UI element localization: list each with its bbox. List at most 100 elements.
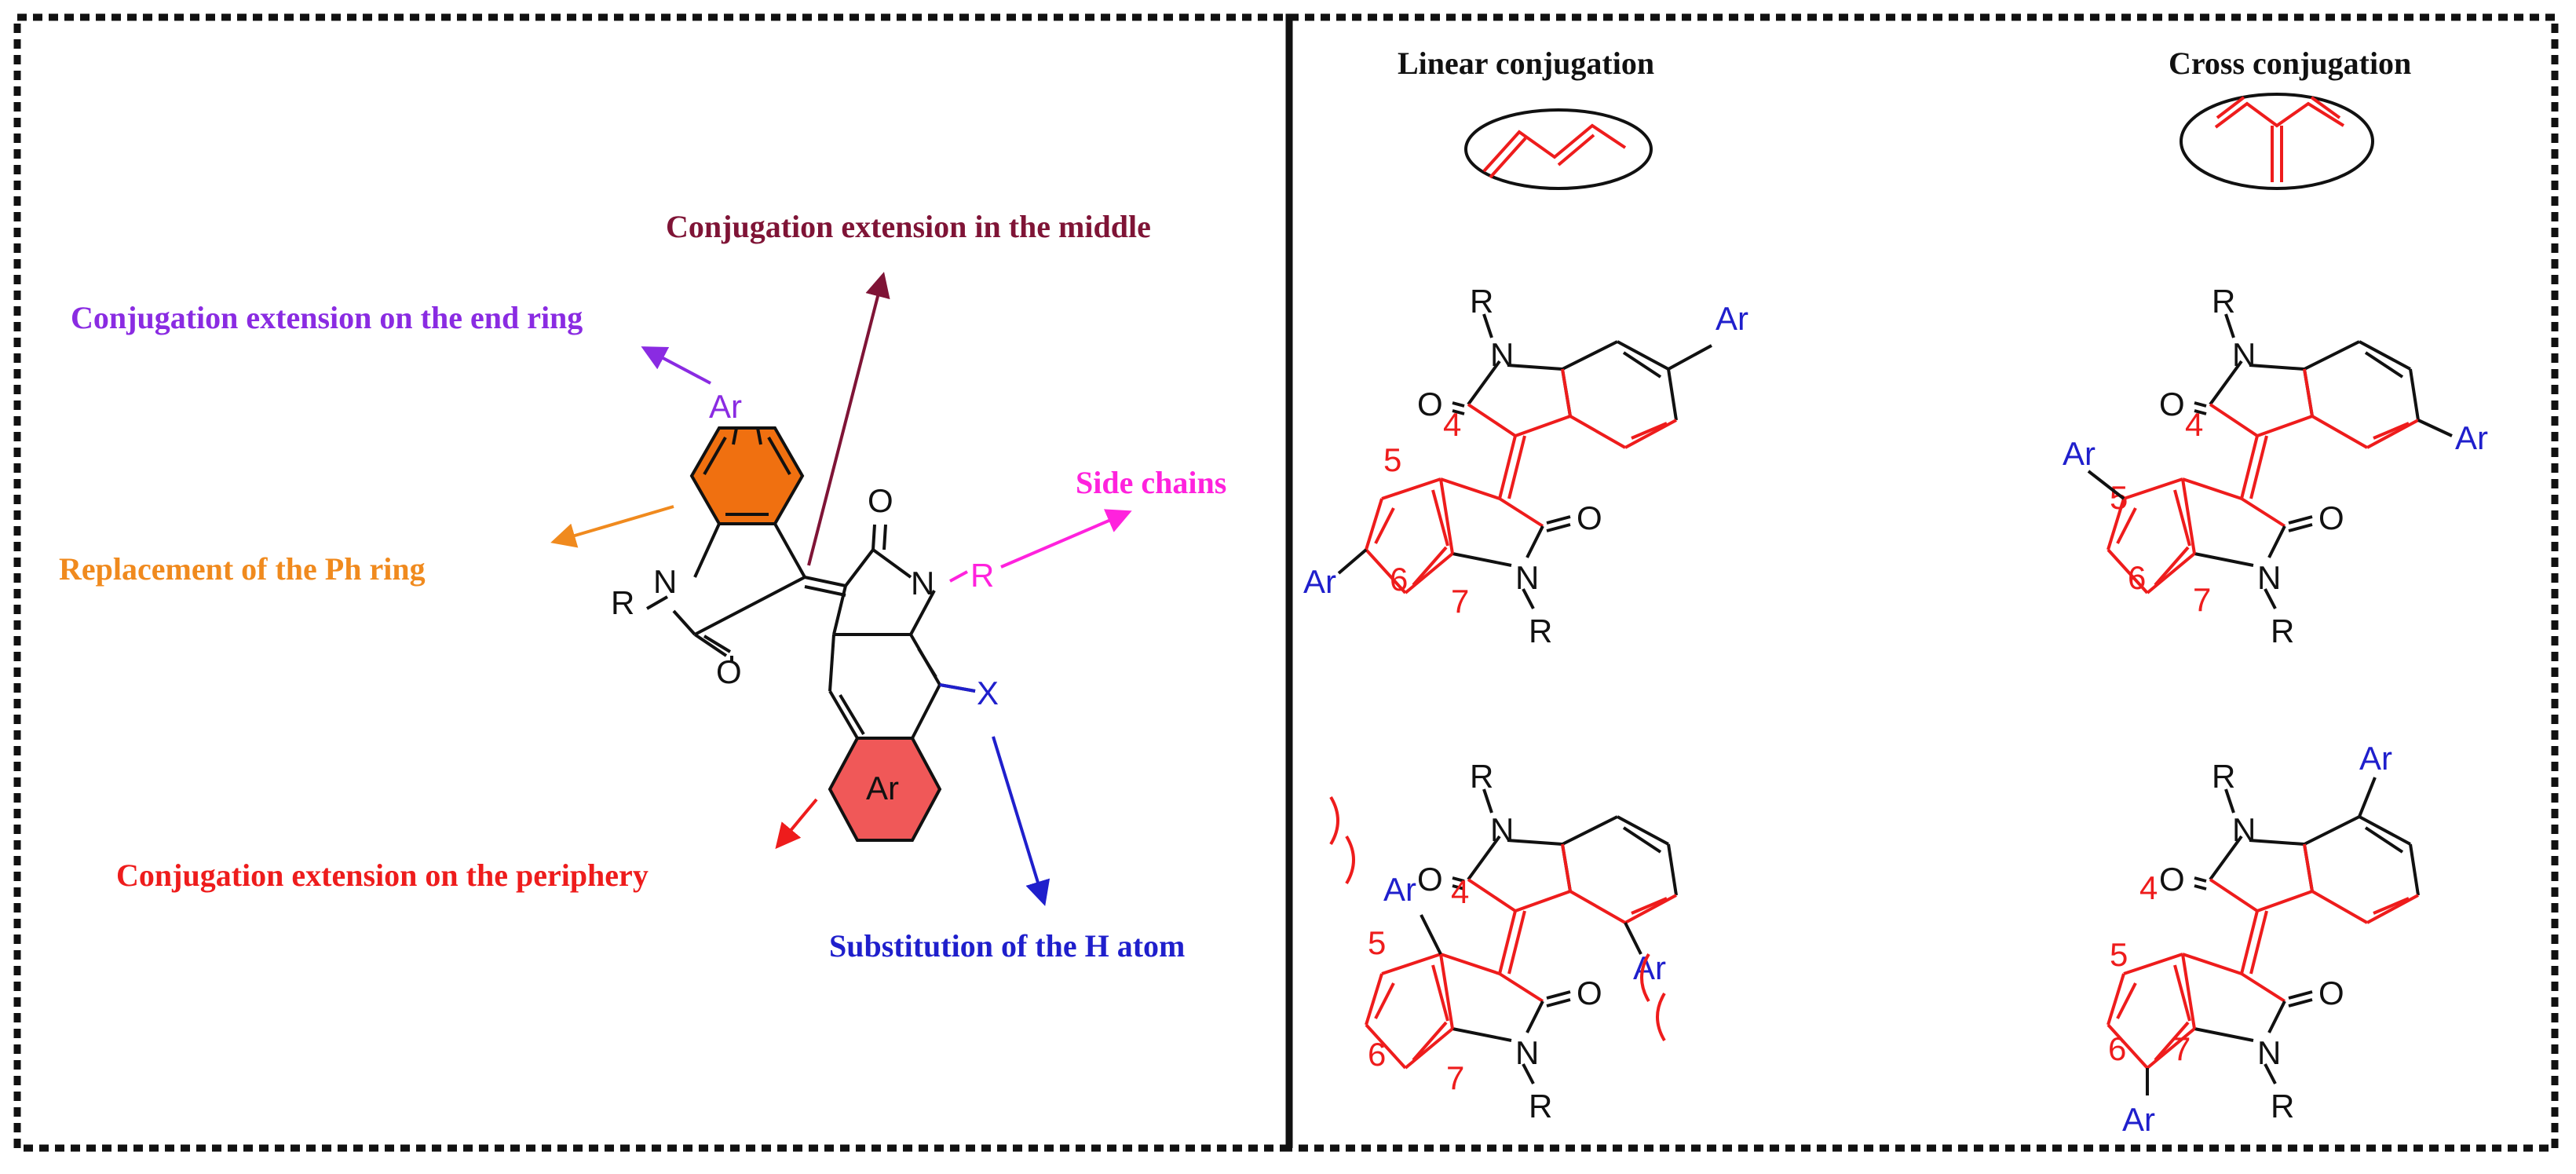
linear-motif-icon: [1482, 123, 1627, 179]
label-h-atom: Substitution of the H atom: [829, 928, 1185, 964]
mol-ar-ring: Ar: [866, 770, 899, 806]
orange-end-ring: [689, 426, 805, 525]
header-cross: Cross conjugation: [2169, 46, 2411, 81]
atom-o: O: [2159, 386, 2185, 422]
header-linear: Linear conjugation: [1398, 46, 1654, 81]
bond: [1546, 998, 1571, 1008]
bond: [2106, 498, 2125, 550]
bond: [2409, 368, 2420, 421]
position-number-5: 5: [1368, 924, 1386, 961]
bond: [2249, 910, 2268, 975]
bond: [1622, 351, 1662, 379]
steric-clash-mark: [1640, 953, 1650, 1003]
bond: [2123, 477, 2183, 500]
atom-o: O: [2318, 499, 2344, 536]
bond: [1439, 478, 1454, 554]
atom-r: R: [2271, 1088, 2294, 1125]
bond: [1452, 876, 1465, 883]
bond: [1467, 360, 1501, 406]
position-number-7: 7: [1451, 583, 1469, 620]
steric-clash-mark: [1345, 835, 1355, 885]
bond: [1617, 815, 1669, 846]
bond: [1374, 507, 1395, 544]
bond: [1526, 525, 1544, 558]
bond: [2267, 1000, 2286, 1033]
bond-ar: [2087, 470, 2125, 500]
position-number-4: 4: [1451, 873, 1469, 910]
bond: [1667, 843, 1678, 896]
atom-r: R: [1470, 283, 1493, 320]
bond: [2366, 419, 2419, 449]
bond: [1624, 419, 1677, 449]
bond: [1562, 340, 1618, 371]
bond: [1381, 477, 1441, 500]
bond: [2409, 843, 2420, 896]
bond: [1374, 982, 1395, 1019]
bond: [2154, 546, 2190, 587]
bond: [2182, 477, 2242, 500]
bond: [2209, 360, 2243, 406]
position-number-6: 6: [2128, 559, 2146, 596]
bond: [2264, 1063, 2277, 1084]
bond: [2311, 415, 2368, 449]
bond: [1526, 1000, 1544, 1033]
bond: [2154, 1021, 2190, 1062]
bond: [1412, 546, 1448, 587]
bond: [2194, 552, 2254, 567]
atom-n: N: [1490, 336, 1514, 373]
bond: [1561, 843, 1572, 892]
cross-motif-icon: [2214, 96, 2345, 182]
atom-r: R: [2271, 613, 2294, 649]
bond: [2240, 910, 2259, 975]
label-end-ring: Conjugation extension on the end ring: [71, 300, 583, 335]
label-middle: Conjugation extension in the middle: [666, 209, 1151, 244]
steric-clash-mark: [1656, 992, 1666, 1042]
position-number-6: 6: [1368, 1036, 1386, 1073]
atom-o: O: [2159, 861, 2185, 898]
arrow-side-chains: [1000, 509, 1132, 569]
position-number-4: 4: [2185, 406, 2203, 443]
right-panel-frame: [1285, 13, 2559, 1152]
bond: [2209, 878, 2259, 913]
bond: [2256, 890, 2313, 913]
atom-o: O: [1577, 499, 1602, 536]
bond: [2224, 313, 2235, 338]
bond: [2146, 1027, 2196, 1070]
bond-ar: [2358, 777, 2377, 817]
bond: [1440, 477, 1500, 500]
bond: [2123, 953, 2183, 975]
bond: [1624, 894, 1677, 924]
position-number-5: 5: [1383, 441, 1401, 478]
substituent-ar: Ar: [2359, 740, 2392, 777]
bond: [2359, 340, 2411, 371]
substituent-ar: Ar: [1383, 871, 1416, 908]
atom-n: N: [2232, 811, 2256, 848]
bond: [2173, 489, 2191, 547]
bond: [2194, 401, 2207, 408]
mol-x: X: [977, 675, 999, 711]
bond: [2304, 340, 2360, 371]
bond: [2173, 964, 2191, 1022]
bond: [1431, 489, 1449, 547]
bond: [2303, 843, 2314, 892]
mol-o-left: O: [716, 653, 742, 690]
bond: [2181, 953, 2196, 1030]
atom-n: N: [1515, 559, 1539, 596]
bond: [2364, 351, 2404, 379]
linear-motif-ellipse: [1464, 108, 1653, 190]
position-number-6: 6: [2108, 1030, 2126, 1067]
bond: [1546, 990, 1571, 1000]
bond: [1515, 415, 1571, 437]
bond: [1617, 340, 1669, 371]
bond: [2194, 1027, 2254, 1042]
atom-n: N: [2257, 559, 2281, 596]
cross-motif-ellipse: [2180, 93, 2374, 190]
bond: [2194, 876, 2207, 883]
position-number-4: 4: [1443, 406, 1461, 443]
bond: [2288, 515, 2313, 525]
panel-frames: [13, 13, 2559, 1152]
bond: [2249, 839, 2305, 846]
arrow-end-ring: [641, 346, 711, 385]
